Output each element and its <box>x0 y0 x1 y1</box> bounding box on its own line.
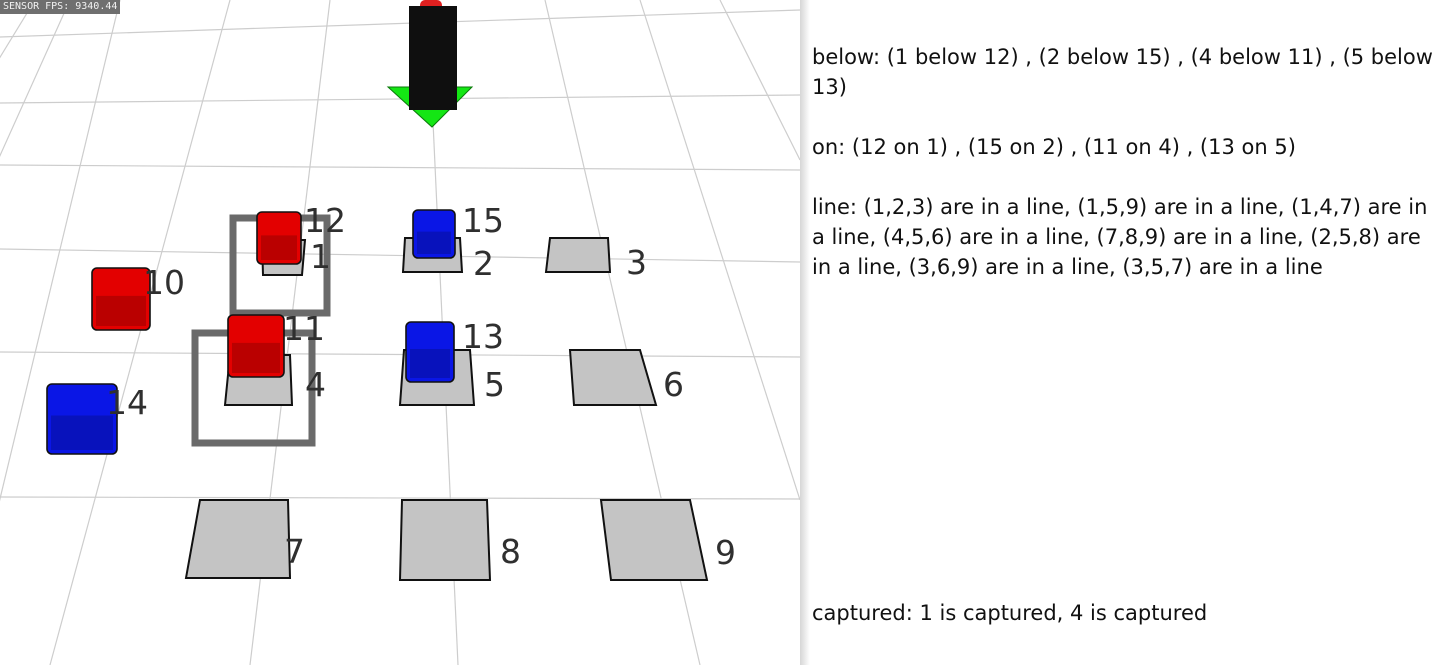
block-14[interactable]: 14 <box>46 383 148 455</box>
scene-render: grid-11grid-22grid-33grid-44grid-55grid-… <box>0 0 800 665</box>
block-body <box>405 321 455 383</box>
block-body <box>91 267 151 331</box>
block-body <box>46 383 118 455</box>
grid-cell-3[interactable]: grid-33 <box>50 0 647 282</box>
board-objects: grid-11grid-22grid-33grid-44grid-55grid-… <box>0 0 736 581</box>
block-label: 14 <box>106 383 148 422</box>
floor-grid-line <box>49 0 231 665</box>
cell-top <box>568 349 658 406</box>
grid-cell-9[interactable]: grid-99 <box>35 0 736 581</box>
floor-grid-line <box>0 496 800 500</box>
relations-panel: below: (1 below 12) , (2 below 15) , (4 … <box>812 42 1437 312</box>
panel-divider <box>800 0 810 665</box>
floor-grid-line <box>0 351 800 358</box>
block-shade <box>96 295 146 326</box>
cell-top <box>544 237 612 273</box>
below-relations-text: below: (1 below 12) , (2 below 15) , (4 … <box>812 45 1433 99</box>
grid-cell-number: 9 <box>715 533 736 572</box>
block-label: 10 <box>143 263 185 302</box>
block-shade <box>261 235 297 260</box>
grid-cell-number: 4 <box>305 365 326 404</box>
block-shade <box>410 349 450 378</box>
grid-cell-number: 2 <box>473 244 494 283</box>
robot-gripper <box>386 0 474 128</box>
block-label: 13 <box>462 317 504 356</box>
cell-top <box>184 499 292 579</box>
block-label: 15 <box>462 201 504 240</box>
floor-grid <box>0 0 800 665</box>
floor-grid-line <box>719 0 800 161</box>
floor-grid-line <box>639 0 800 501</box>
block-body <box>227 314 285 378</box>
floor-grid-line <box>0 248 800 263</box>
grid-cell-number: 7 <box>284 532 305 571</box>
on-relations-text: on: (12 on 1) , (15 on 2) , (11 on 4) , … <box>812 135 1296 159</box>
captured-relations-text: captured: 1 is captured, 4 is captured <box>812 601 1208 625</box>
floor-grid-line <box>0 94 800 104</box>
block-12[interactable]: 12 <box>256 201 346 265</box>
block-body <box>412 209 456 259</box>
block-body <box>256 211 302 265</box>
block-label: 11 <box>283 309 325 348</box>
floor-grid-line <box>0 0 36 59</box>
floor-grid-line <box>0 0 121 502</box>
floor-grid-line <box>0 0 71 158</box>
grid-cell-6[interactable]: grid-66 <box>42 0 684 406</box>
block-11[interactable]: 11 <box>227 309 325 378</box>
grid-cell-number: 6 <box>663 365 684 404</box>
grid-cell-number: 5 <box>484 365 505 404</box>
grid-cell-number: 1 <box>310 237 331 276</box>
block-15[interactable]: 15 <box>412 201 504 259</box>
block-13[interactable]: 13 <box>405 317 504 383</box>
gripper-arm <box>409 6 457 110</box>
block-shade <box>51 415 113 450</box>
scene-viewport[interactable]: grid-11grid-22grid-33grid-44grid-55grid-… <box>0 0 800 665</box>
grid-cell-number: 8 <box>500 532 521 571</box>
line-relations-text: line: (1,2,3) are in a line, (1,5,9) are… <box>812 195 1428 279</box>
block-label: 12 <box>304 201 346 240</box>
floor-grid-line <box>0 164 800 171</box>
block-shade <box>417 231 451 254</box>
cell-top <box>599 499 709 581</box>
block-10[interactable]: 10 <box>91 263 185 331</box>
grid-cell-number: 3 <box>626 243 647 282</box>
fps-counter: SENSOR FPS: 9340.44 <box>0 0 121 14</box>
block-shade <box>232 342 280 373</box>
floor-grid-line <box>0 9 800 38</box>
grid-cell-8[interactable]: grid-88 <box>34 0 521 581</box>
cell-top <box>398 499 492 581</box>
